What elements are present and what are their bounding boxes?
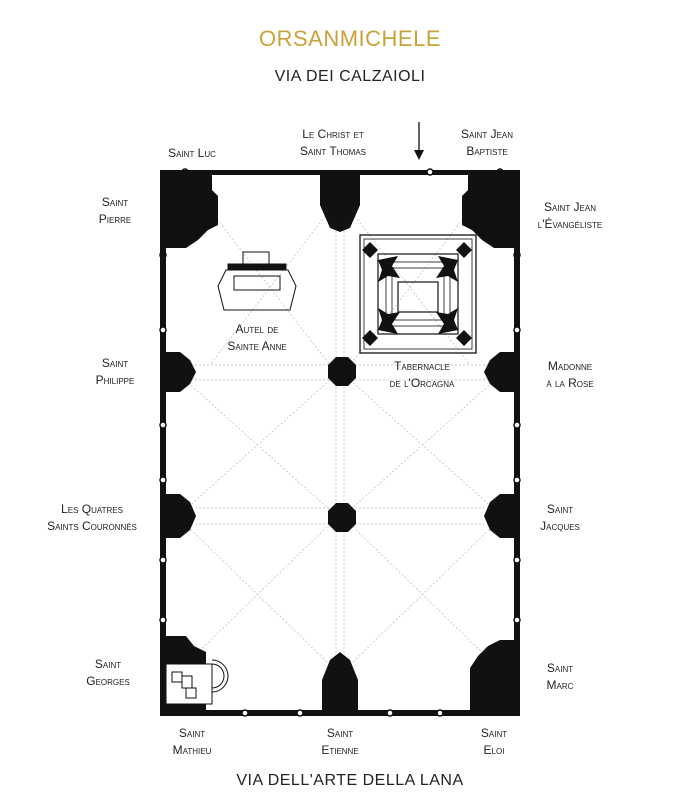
- entrance-arrow-icon: [414, 122, 424, 160]
- street-label-bottom: VIA DELL'ARTE DELLA LANA: [236, 772, 464, 789]
- page-title: ORSANMICHELE: [258, 26, 442, 51]
- staircase: [165, 659, 229, 705]
- vault-lines: [167, 209, 513, 666]
- central-piers: [328, 357, 356, 532]
- altar-sainte-anne: [217, 251, 297, 311]
- tabernacle-orcagna: [359, 234, 477, 354]
- wall-beads: [159, 168, 521, 717]
- street-label-top: VIA DEI CALZAIOLI: [274, 68, 426, 85]
- tabernacle-corner-columns: [362, 242, 472, 346]
- wall-piers: [160, 170, 520, 716]
- label-saint-luc: Saint Luc: [168, 146, 216, 160]
